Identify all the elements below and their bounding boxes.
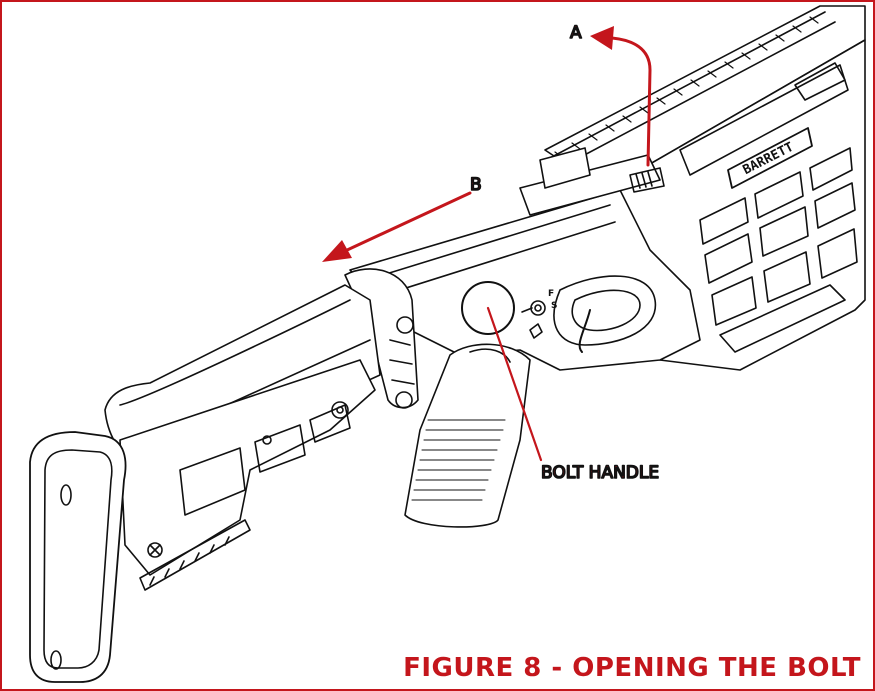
- receiver-lower: [349, 189, 701, 371]
- butt-pad: [29, 431, 127, 683]
- callout-arrow-a: [610, 36, 652, 167]
- safety-selector: [521, 300, 546, 339]
- stock-frame: [119, 359, 376, 591]
- callout-label-bolt-handle: BOLT HANDLE: [541, 463, 659, 483]
- safety-fire-mark: F: [548, 289, 554, 299]
- callout-label-a: A: [570, 23, 582, 43]
- pistol-grip: [404, 343, 531, 528]
- arrowhead-b-icon: [322, 240, 352, 262]
- arrowhead-a-icon: [590, 26, 614, 50]
- bolt-body: [519, 147, 665, 216]
- safety-safe-mark: S: [551, 301, 557, 311]
- figure-caption: FIGURE 8 - OPENING THE BOLT: [403, 653, 861, 683]
- callout-label-b: B: [470, 175, 482, 195]
- callout-arrow-b: [343, 191, 472, 253]
- bolt-handle-leader: [486, 306, 543, 462]
